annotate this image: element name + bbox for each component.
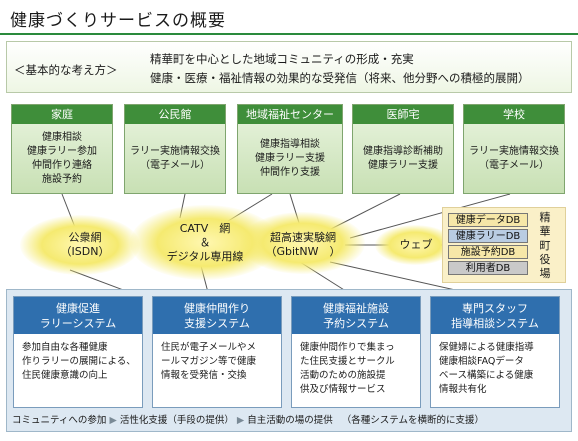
- network-name: 公衆網: [68, 231, 102, 244]
- principle-label: ＜基本的な考え方＞: [14, 63, 118, 77]
- facility-item: ラリー実施情報交換: [469, 145, 559, 157]
- db-users: 利用者DB: [448, 261, 528, 275]
- facility-item: 健康ラリー支援: [255, 152, 325, 164]
- right-arrow-icon: ▶: [109, 415, 117, 426]
- system-title-line: 予約システム: [323, 316, 389, 330]
- system-desc-line: た住民支援とサークル: [300, 356, 395, 367]
- system-title-line: 指導相談システム: [451, 316, 539, 330]
- facility-item: 健康指導相談: [260, 138, 320, 150]
- system-desc-line: 活動のための施設提: [300, 370, 386, 381]
- network-name: CATV 網: [179, 222, 231, 235]
- facility-doctor-home: 医師宅 健康指導診断補助 健康ラリー支援: [352, 104, 454, 194]
- db-health-rally: 健康ラリーDB: [448, 229, 528, 243]
- web-label: ウェブ: [399, 238, 433, 251]
- facility-item: （電子メール）: [140, 159, 210, 171]
- system-title: 専門スタッフ 指導相談システム: [431, 297, 559, 334]
- facility-item: 仲間作り連絡: [32, 159, 92, 171]
- system-description: 保健婦による健康指導 健康相談FAQデータ ベース構築による健康 情報共有化: [431, 334, 559, 397]
- system-desc-line: ールマガジン等で健康: [161, 356, 257, 367]
- facility-school: 学校 ラリー実施情報交換 （電子メール）: [463, 104, 565, 194]
- system-desc-line: ベース構築による健康: [439, 370, 534, 381]
- network-subname: （GbitNW ）: [265, 245, 341, 258]
- highspeed-network-label: 超高速実験網 （GbitNW ）: [258, 231, 348, 259]
- highspeed-network-glow: [240, 212, 365, 274]
- network-subname: デジタル専用線: [166, 250, 244, 263]
- catv-network-label: CATV 網 ＆ デジタル専用線: [160, 222, 250, 264]
- facility-title: 医師宅: [353, 105, 453, 124]
- system-title-line: ラリーシステム: [39, 316, 117, 330]
- footer-flow: コミュニティへの参加 ▶ 活性化支援（手段の提供） ▶ 自主活動の場の提供 （各…: [12, 412, 484, 426]
- system-description: 住民が電子メールやメ ールマガジン等で健康 情報を受発信・交換: [153, 334, 281, 383]
- system-health-friends: 健康仲間作り 支援システム 住民が電子メールやメ ールマガジン等で健康 情報を受…: [152, 296, 282, 408]
- system-title: 健康促進 ラリーシステム: [14, 297, 142, 334]
- page-title: 健康づくりサービスの概要: [10, 11, 226, 31]
- city-hall-name: 精華町役場: [539, 211, 551, 280]
- system-title-line: 健康仲間作り: [184, 301, 250, 315]
- facility-item: ラリー実施情報交換: [130, 145, 220, 157]
- facility-item: 施設予約: [42, 173, 82, 185]
- footer-step-2: 活性化支援（手段の提供）: [119, 415, 234, 426]
- system-title: 健康仲間作り 支援システム: [153, 297, 281, 334]
- facility-title: 家庭: [12, 105, 112, 124]
- footer-step-1: コミュニティへの参加: [12, 415, 107, 426]
- system-desc-line: 健康相談FAQデータ: [439, 356, 524, 367]
- system-desc-line: 保健婦による健康指導: [439, 342, 534, 353]
- right-arrow-icon: ▶: [236, 415, 245, 426]
- basic-principle-box: [6, 41, 572, 93]
- footer-note: （各種システムを横断的に支援）: [341, 415, 484, 426]
- system-desc-line: 情報を受発信・交換: [161, 370, 247, 381]
- title-underline: [0, 33, 578, 35]
- system-title-line: 専門スタッフ: [462, 301, 528, 315]
- system-desc-line: 供及び情報サービス: [300, 384, 386, 395]
- system-facility-reservation: 健康福祉施設 予約システム 健康仲間作りで集まっ た住民支援とサークル 活動のた…: [291, 296, 421, 408]
- public-network-label: 公衆網 （ISDN）: [55, 231, 115, 259]
- footer-step-3: 自主活動の場の提供: [247, 415, 333, 426]
- facility-item: 健康ラリー支援: [368, 159, 438, 171]
- facility-title: 学校: [464, 105, 564, 124]
- system-desc-line: 健康仲間作りで集まっ: [300, 342, 395, 353]
- facility-welfare-center: 地域福祉センター 健康指導相談 健康ラリー支援 仲間作り支援: [237, 104, 343, 194]
- db-health-data: 健康データDB: [448, 213, 528, 227]
- system-health-rally: 健康促進 ラリーシステム 参加自由な各種健康 作りラリーの展開による、 住民健康…: [13, 296, 143, 408]
- system-title: 健康福祉施設 予約システム: [292, 297, 420, 334]
- system-title-line: 健康福祉施設: [323, 301, 389, 315]
- facility-item: 健康相談: [42, 131, 82, 143]
- system-title-line: 支援システム: [184, 316, 250, 330]
- web-glow: [375, 225, 455, 265]
- principle-line-1: 精華町を中心とした地域コミュニティの形成・充実: [150, 52, 414, 66]
- principle-line-2: 健康・医療・福祉情報の効果的な受発信（将来、他分野への積極的展開）: [150, 71, 530, 85]
- system-title-line: 健康促進: [56, 301, 100, 315]
- facility-item: 健康指導診断補助: [363, 145, 443, 157]
- system-desc-line: 参加自由な各種健康: [22, 342, 108, 353]
- system-description: 健康仲間作りで集まっ た住民支援とサークル 活動のための施設提 供及び情報サービ…: [292, 334, 420, 397]
- system-desc-line: 住民が電子メールやメ: [161, 342, 257, 353]
- facility-item: 仲間作り支援: [260, 166, 320, 178]
- facility-item: （電子メール）: [479, 159, 549, 171]
- network-name: 超高速実験網: [270, 231, 336, 244]
- system-specialist-consult: 専門スタッフ 指導相談システム 保健婦による健康指導 健康相談FAQデータ ベー…: [430, 296, 560, 408]
- facility-community-hall: 公民館 ラリー実施情報交換 （電子メール）: [124, 104, 226, 194]
- system-desc-line: 住民健康意識の向上: [22, 370, 108, 381]
- system-desc-line: 情報共有化: [439, 384, 487, 395]
- facility-title: 公民館: [125, 105, 225, 124]
- db-facility-reservation: 施設予約DB: [448, 245, 528, 259]
- facility-item: 健康ラリー参加: [27, 145, 97, 157]
- public-network-glow: [20, 215, 140, 275]
- system-description: 参加自由な各種健康 作りラリーの展開による、 住民健康意識の向上: [14, 334, 142, 383]
- system-desc-line: 作りラリーの展開による、: [22, 356, 136, 367]
- facility-title: 地域福祉センター: [238, 105, 342, 124]
- network-ampersand: ＆: [199, 236, 211, 249]
- facility-home: 家庭 健康相談 健康ラリー参加 仲間作り連絡 施設予約: [11, 104, 113, 194]
- network-subname: （ISDN）: [60, 245, 110, 258]
